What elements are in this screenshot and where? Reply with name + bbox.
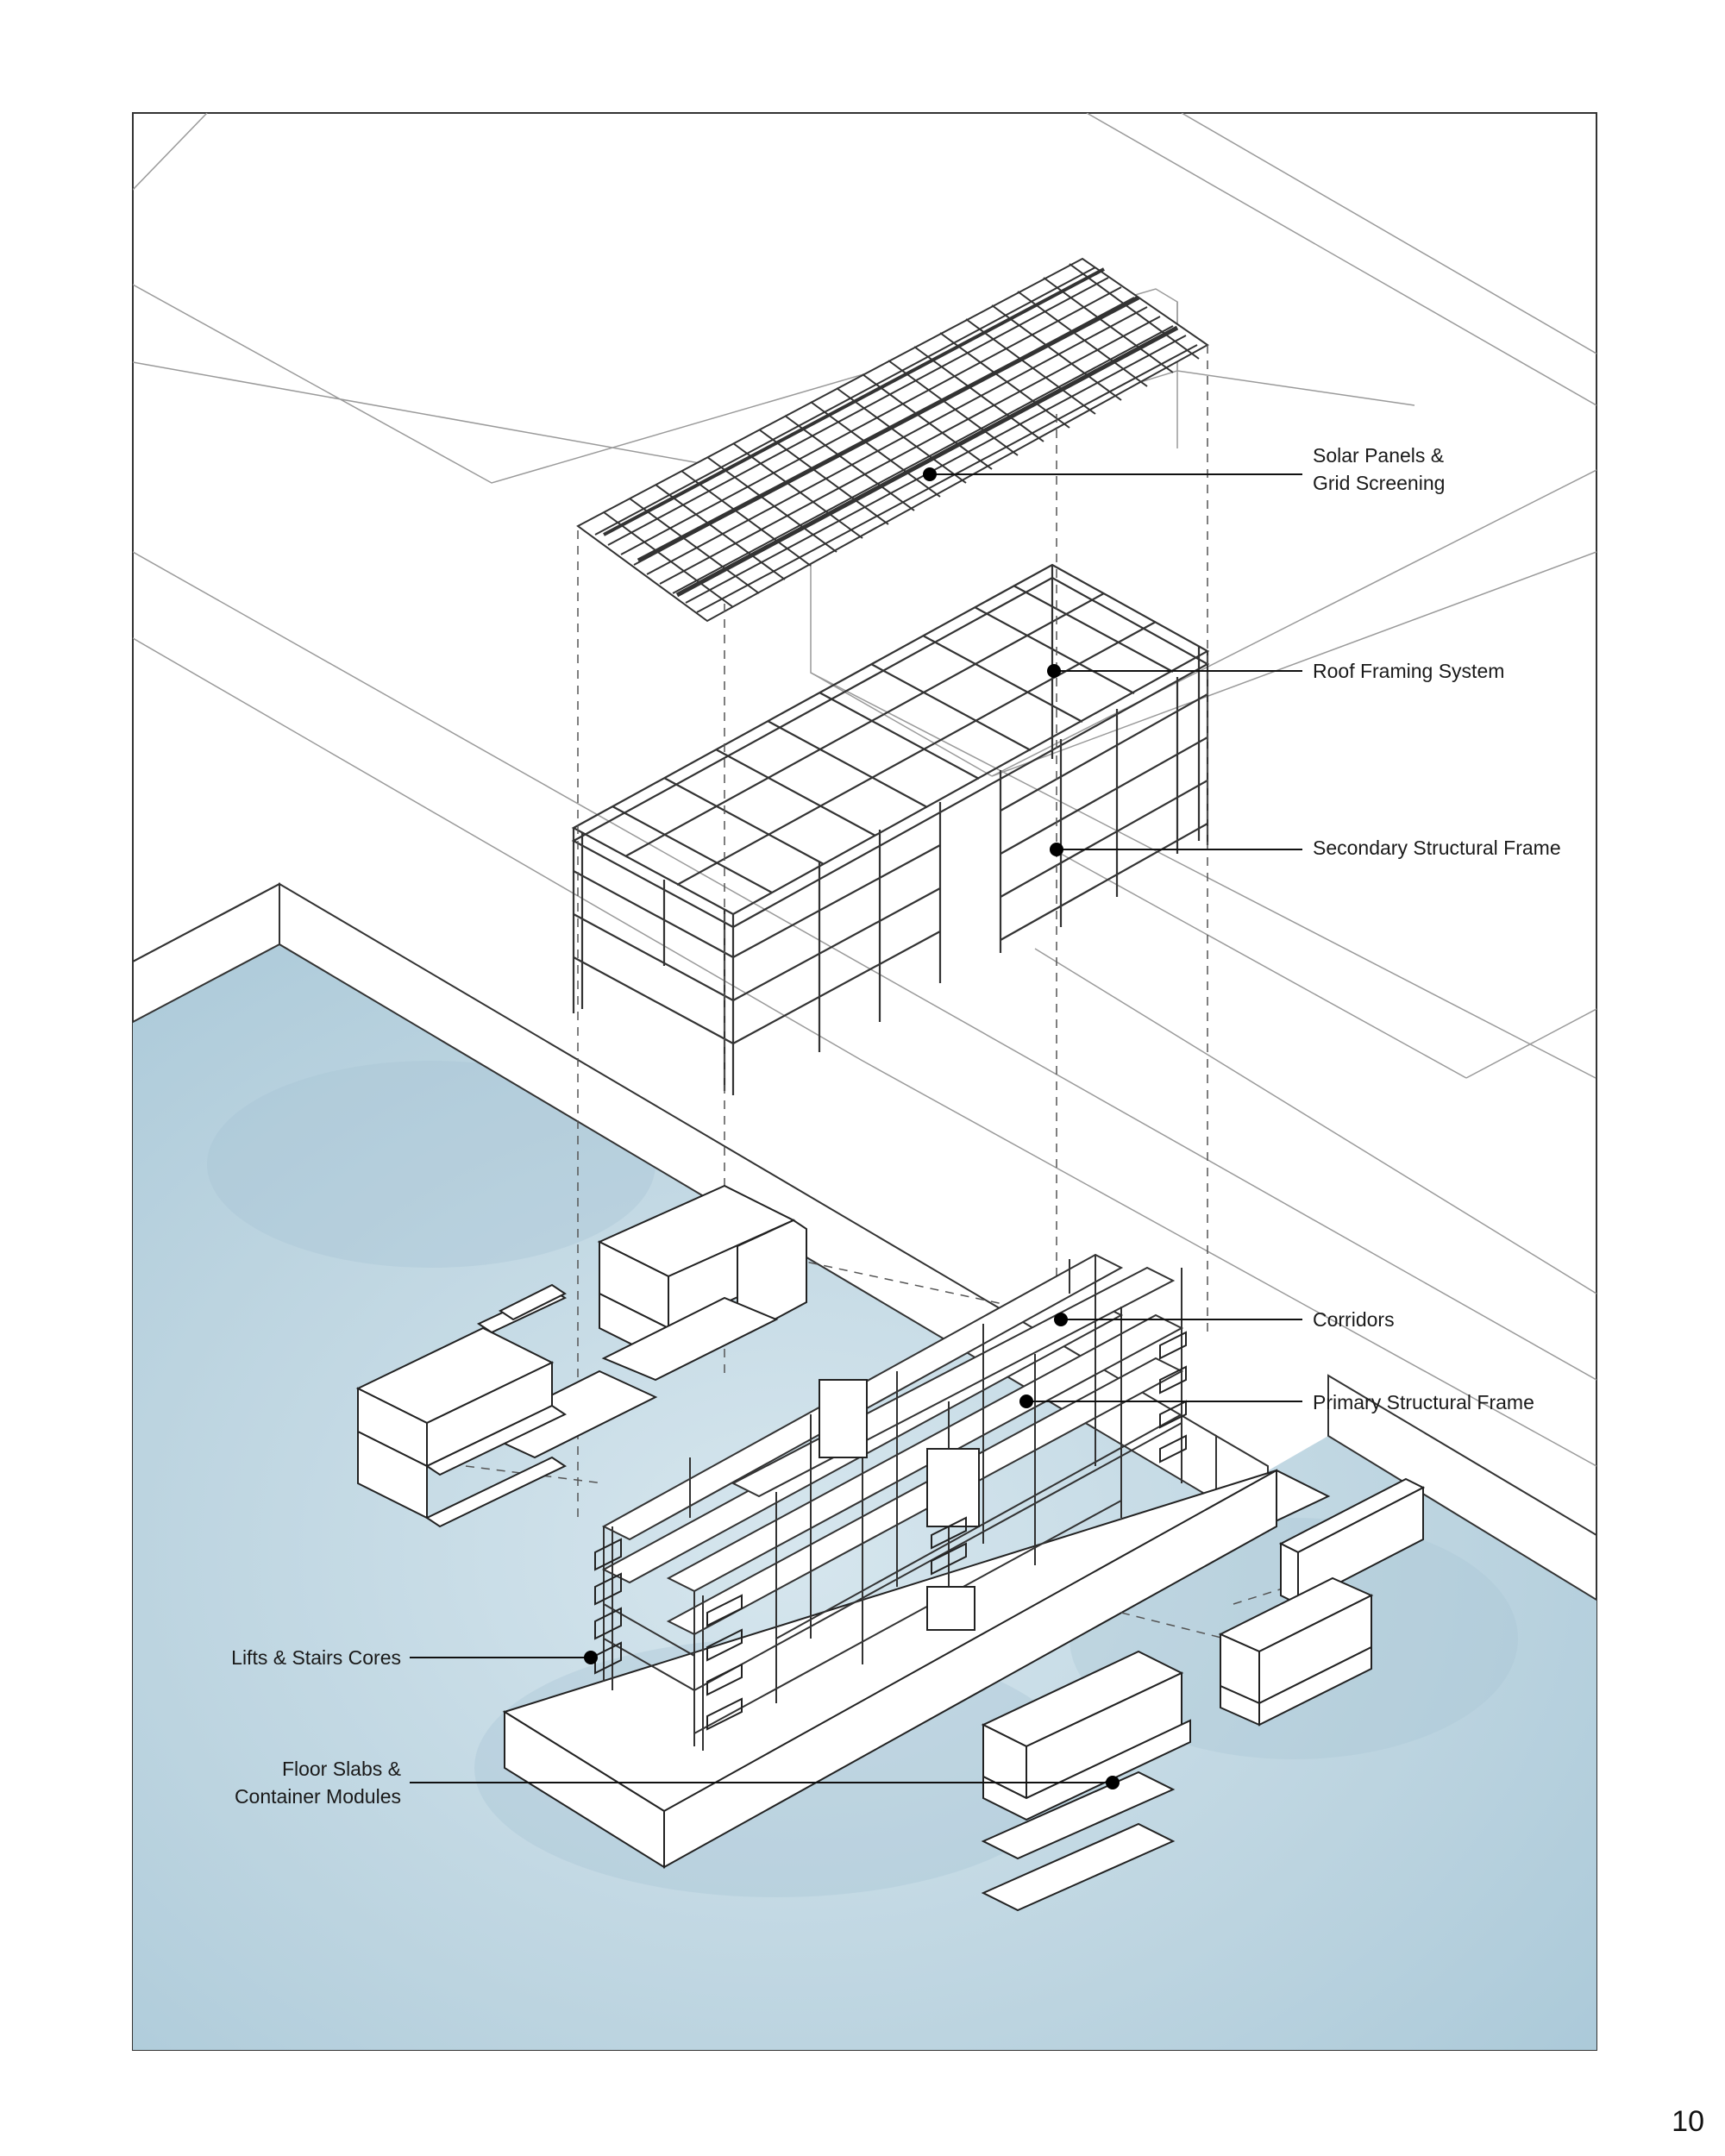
- roof-framing-dot: [1047, 664, 1061, 678]
- lifts-stairs-dot: [584, 1651, 598, 1664]
- label-lifts-stairs: Lifts & Stairs Cores: [231, 1646, 401, 1669]
- stair-cores: [594, 1331, 1187, 1731]
- leader-lines: [410, 473, 1302, 1783]
- primary-frame-dot: [1019, 1395, 1033, 1408]
- label-secondary-frame: Secondary Structural Frame: [1313, 837, 1561, 859]
- solar-panel-grid: [576, 257, 1209, 623]
- page-number: 10: [1672, 2105, 1704, 2138]
- label-floor-slabs: Floor Slabs & Container Modules: [147, 1755, 401, 1810]
- container-modules-top-left: [476, 1184, 807, 1459]
- container-modules-right: [981, 1477, 1426, 1912]
- label-solar-panels-line1: Solar Panels &: [1313, 444, 1445, 467]
- corridors-dot: [1054, 1313, 1068, 1326]
- label-solar-panels-line2: Grid Screening: [1313, 472, 1446, 494]
- floor-slabs-dot: [1106, 1776, 1120, 1789]
- roof-frame: [571, 563, 1210, 1095]
- label-floor-slabs-line2: Container Modules: [234, 1785, 401, 1808]
- label-roof-framing: Roof Framing System: [1313, 660, 1505, 682]
- solar-panels-dot: [923, 467, 937, 481]
- context-buildings: [133, 113, 1596, 1467]
- label-solar-panels: Solar Panels & Grid Screening: [1313, 442, 1445, 497]
- leader-dots: [584, 467, 1120, 1789]
- label-floor-slabs-line1: Floor Slabs &: [281, 1758, 401, 1780]
- secondary-frame-dot: [1050, 843, 1063, 856]
- label-corridors: Corridors: [1313, 1308, 1395, 1331]
- label-primary-frame: Primary Structural Frame: [1313, 1391, 1534, 1413]
- container-modules-left: [355, 1283, 568, 1528]
